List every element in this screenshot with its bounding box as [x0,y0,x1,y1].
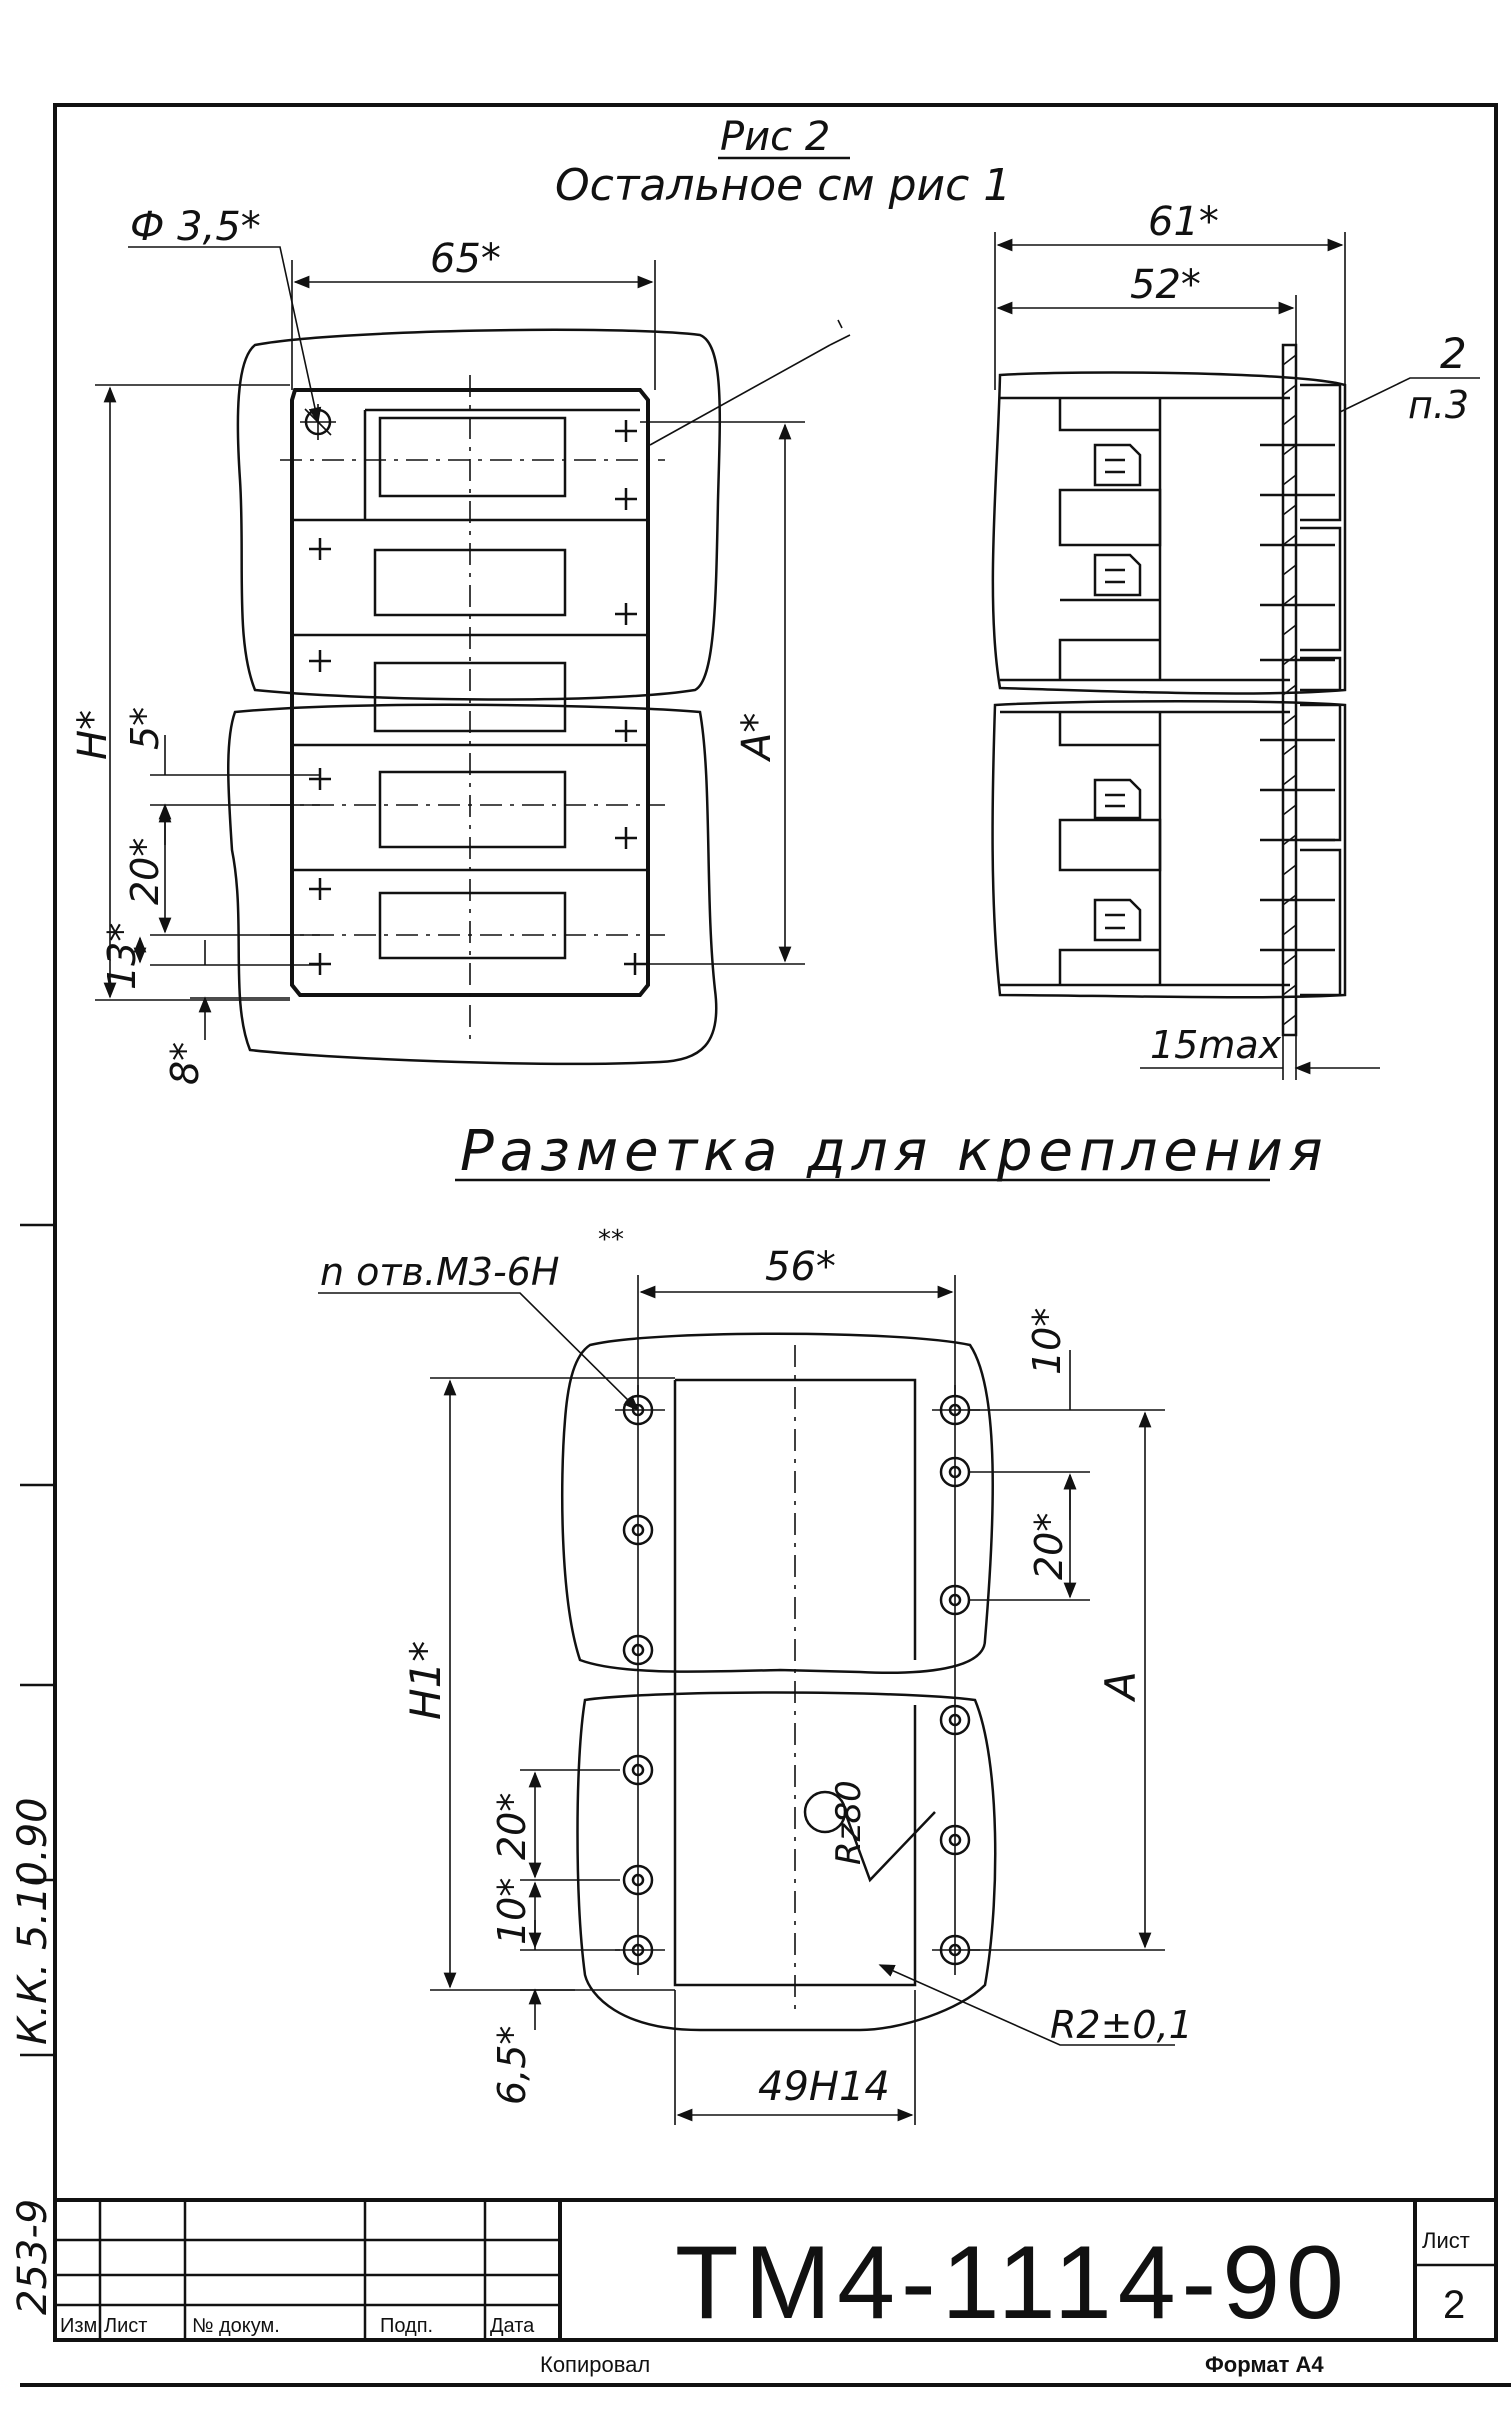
col-change: Изм [60,2315,97,2337]
dim-A-extensions [640,421,805,965]
dim-65-label: 65* [430,236,501,282]
dim-H1-label: H1* [401,1641,450,1720]
dim-56-extensions [637,1275,956,1395]
dim-5-label: 5* [123,707,167,750]
col-sheet: Лист [104,2315,147,2337]
dim-8-label: 8* [163,1042,207,1085]
dim-65-extensions [291,260,656,390]
dim-A2-label: A [1096,1671,1145,1703]
col-doc: № докум. [192,2315,280,2337]
dim-10-top-label: 10* [1025,1308,1069,1375]
sheet-frame [20,103,1511,2387]
dim-61-label: 61* [1148,199,1219,245]
roughness-symbol [803,1790,936,1883]
dim-10-left-label: 10* [490,1878,534,1945]
dim-6-5-label: 6,5* [490,2026,534,2105]
document-designation: ТМ4-1114-90 [675,2225,1350,2341]
dim-52-label: 52* [1130,262,1201,308]
dim-61-52-extensions [994,232,1346,390]
dim-20-left-label: 20* [490,1793,534,1860]
figure-caption: Рис 2 [720,114,830,160]
relay-front-view [227,319,851,1066]
margin-signature: К.К. 5.10.90 [10,1797,56,2045]
radius-leader [878,1964,1175,2046]
format-label: Формат А4 [1205,2352,1324,2377]
holes-mark: ** [598,1225,624,1255]
holes-label: n отв.M3-6H [320,1250,559,1294]
figure-subcaption: Остальное см рис 1 [555,160,1011,211]
dim-13-label: 13* [100,923,144,990]
col-date: Дата [490,2315,535,2337]
relay-side-view [991,343,1347,1080]
dim-A-label: A* [734,713,780,763]
copied-label: Копировал [540,2352,650,2377]
dim-small-extensions [150,774,320,999]
marking-plan [560,1332,997,2032]
marking-title: Разметка для крепления [460,1119,1329,1184]
dim-hole-dia: Ф 3,5* [130,204,261,250]
dim-20-right-label: 20* [1027,1513,1071,1580]
dim-20-label: 20* [123,838,167,905]
dim-49-label: 49H14 [758,2064,890,2110]
sheet-label: Лист [1422,2228,1470,2253]
sheet-number: 2 [1443,2283,1465,2327]
callout-reference: п.3 [1408,383,1469,427]
callout-number: 2 [1440,329,1467,378]
holes-leader [318,1292,640,1412]
roughness-label: Rz80 [829,1780,869,1865]
dim-49-extensions [674,1990,916,2125]
inventory-number: 253-9 [10,2199,56,2315]
dim-15max-label: 15max [1150,1023,1282,1067]
dim-H-label: H* [70,710,116,760]
radius-label: R2±0,1 [1050,2003,1193,2047]
title-block [55,2198,1496,2340]
dim-hole-leader [128,246,322,424]
dim-left-extensions [520,1769,620,1991]
dim-H-extensions [95,384,290,1001]
col-sign: Подп. [380,2315,433,2337]
callout-leader [1339,377,1480,413]
dim-56-label: 56* [765,1244,836,1290]
